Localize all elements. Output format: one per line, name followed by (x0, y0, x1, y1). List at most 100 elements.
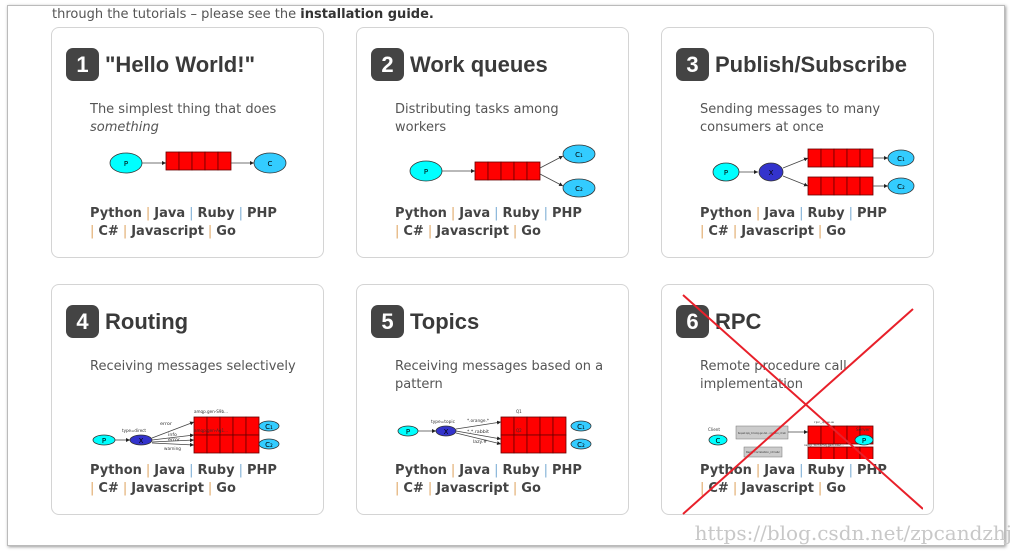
lang-link-ruby[interactable]: Ruby (502, 463, 540, 478)
separator: | (799, 463, 804, 478)
tutorial-title[interactable]: "Hello World!" (105, 51, 256, 77)
lang-link-ruby[interactable]: Ruby (807, 463, 845, 478)
lang-link-go[interactable]: Go (826, 481, 846, 496)
queue-icon (807, 446, 874, 459)
lang-link-java[interactable]: Java (764, 463, 796, 478)
separator: | (512, 224, 518, 239)
lang-link-javascript[interactable]: Javascript (131, 481, 204, 496)
node-icon: C₂ (562, 178, 596, 198)
lang-link-python[interactable]: Python (700, 463, 752, 478)
separator: | (90, 481, 95, 496)
lang-link-python[interactable]: Python (90, 206, 142, 221)
lang-link-csharp[interactable]: C# (708, 481, 729, 496)
lang-link-go[interactable]: Go (521, 224, 541, 239)
node-icon: C₂ (258, 438, 280, 450)
lang-link-go[interactable]: Go (521, 481, 541, 496)
lang-link-javascript[interactable]: Javascript (131, 224, 204, 239)
lang-link-csharp[interactable]: C# (708, 224, 729, 239)
lang-link-csharp[interactable]: C# (403, 224, 424, 239)
node-label: C₁ (897, 155, 905, 163)
diagram-label: info (168, 432, 178, 437)
lang-link-ruby[interactable]: Ruby (502, 206, 540, 221)
separator: | (207, 481, 213, 496)
node-icon: C₁ (562, 144, 596, 164)
node-label: P (124, 160, 128, 168)
lang-link-java[interactable]: Java (154, 463, 186, 478)
installation-guide-link[interactable]: installation guide. (300, 7, 434, 22)
lang-link-javascript[interactable]: Javascript (436, 224, 509, 239)
lang-link-php[interactable]: PHP (551, 463, 582, 478)
lang-link-python[interactable]: Python (395, 463, 447, 478)
node-label: X (139, 437, 144, 445)
lang-link-go[interactable]: Go (216, 481, 236, 496)
tutorial-number: 4 (66, 305, 99, 338)
separator: | (494, 206, 499, 221)
separator: | (145, 463, 151, 478)
lang-link-ruby[interactable]: Ruby (197, 206, 235, 221)
lang-link-ruby[interactable]: Ruby (197, 463, 235, 478)
separator: | (494, 463, 499, 478)
lang-link-php[interactable]: PHP (856, 463, 887, 478)
tutorial-number: 6 (676, 305, 709, 338)
node-icon: P (109, 152, 143, 174)
lang-link-python[interactable]: Python (700, 206, 752, 221)
lang-link-python[interactable]: Python (395, 206, 447, 221)
tutorial-title[interactable]: Topics (410, 308, 480, 334)
tutorial-title[interactable]: Publish/Subscribe (715, 51, 907, 77)
diagram-label: reply_to=amq.gen-Xa2... (804, 443, 844, 447)
separator: | (817, 481, 823, 496)
language-links: Python|Java|Ruby|PHP|C#|Javascript|Go (700, 462, 925, 498)
tutorial-title[interactable]: RPC (715, 308, 762, 334)
lang-link-csharp[interactable]: C# (98, 224, 119, 239)
lang-link-php[interactable]: PHP (551, 206, 582, 221)
lang-link-php[interactable]: PHP (246, 463, 277, 478)
lang-link-ruby[interactable]: Ruby (807, 206, 845, 221)
diagram-label: error (168, 437, 180, 442)
lang-link-csharp[interactable]: C# (98, 481, 119, 496)
node-label: C₂ (265, 441, 273, 449)
lang-link-javascript[interactable]: Javascript (436, 481, 509, 496)
lang-link-go[interactable]: Go (826, 224, 846, 239)
node-icon: P (712, 162, 740, 182)
lang-link-go[interactable]: Go (216, 224, 236, 239)
separator: | (799, 206, 804, 221)
separator: | (543, 206, 548, 221)
node-label: P (862, 437, 866, 445)
lang-link-java[interactable]: Java (154, 206, 186, 221)
tutorial-title[interactable]: Routing (105, 308, 189, 334)
lang-link-php[interactable]: PHP (856, 206, 887, 221)
lang-link-java[interactable]: Java (764, 206, 796, 221)
lang-link-java[interactable]: Java (459, 463, 491, 478)
watermark: https://blog.csdn.net/zpcandzhj (694, 521, 1012, 545)
separator: | (848, 206, 853, 221)
node-label: C₁ (577, 423, 585, 431)
lang-link-javascript[interactable]: Javascript (741, 224, 814, 239)
separator: | (755, 206, 761, 221)
description-text: Receiving messages based on a pattern (395, 359, 604, 392)
diagram-label: *.*.rabbit (467, 429, 490, 434)
diagram-label: type=direct (122, 428, 146, 433)
lang-link-php[interactable]: PHP (246, 206, 277, 221)
separator: | (207, 224, 213, 239)
lang-link-java[interactable]: Java (459, 206, 491, 221)
node-icon: P (854, 434, 874, 446)
lang-link-python[interactable]: Python (90, 463, 142, 478)
separator: | (732, 224, 738, 239)
card-header[interactable]: 1"Hello World!" (66, 48, 255, 81)
node-icon: C₁ (570, 420, 592, 432)
lang-link-javascript[interactable]: Javascript (741, 481, 814, 496)
lang-link-csharp[interactable]: C# (403, 481, 424, 496)
tutorial-title[interactable]: Work queues (410, 51, 548, 77)
node-icon: C₂ (887, 177, 915, 195)
